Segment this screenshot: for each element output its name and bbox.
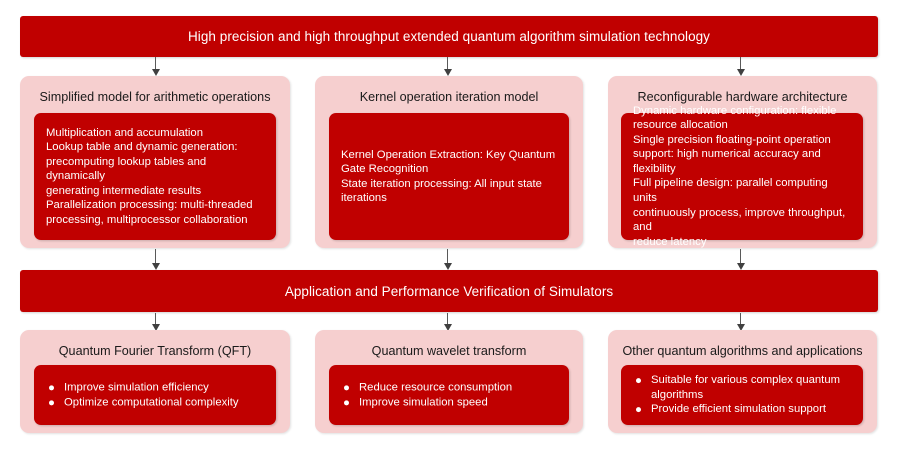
arrow-shaft bbox=[447, 57, 449, 70]
application-card-3[interactable]: Other quantum algorithms and application… bbox=[608, 330, 877, 433]
application-card-1-bullets: Improve simulation efficiency Optimize c… bbox=[48, 380, 266, 409]
method-card-3-body-text: Dynamic hardware configuration: flexible… bbox=[633, 104, 846, 248]
arrow-top-to-method-1 bbox=[149, 57, 162, 76]
arrow-verification-to-app-1 bbox=[149, 313, 162, 331]
method-card-3-body-box: Dynamic hardware configuration: flexible… bbox=[621, 105, 863, 248]
arrow-head bbox=[151, 69, 160, 76]
application-card-1[interactable]: Quantum Fourier Transform (QFT) Improve … bbox=[20, 330, 290, 433]
arrow-shaft bbox=[447, 313, 449, 325]
list-item: Improve simulation speed bbox=[343, 395, 559, 410]
method-card-2[interactable]: Kernel operation iteration model Kernel … bbox=[315, 76, 583, 248]
arrow-shaft bbox=[155, 249, 157, 264]
list-item-label: Reduce resource consumption bbox=[359, 381, 513, 394]
bullet-dot-icon bbox=[636, 407, 641, 413]
method-card-1[interactable]: Simplified model for arithmetic operatio… bbox=[20, 76, 290, 248]
bullet-dot-icon bbox=[344, 400, 349, 405]
list-item-label: Suitable for various complex quantum alg… bbox=[651, 374, 841, 401]
method-card-2-title: Kernel operation iteration model bbox=[359, 90, 539, 104]
arrow-shaft bbox=[155, 313, 157, 325]
arrow-head bbox=[151, 263, 160, 270]
arrow-head bbox=[736, 69, 745, 76]
arrow-shaft bbox=[740, 249, 742, 264]
arrow-method-3-to-verification bbox=[734, 249, 747, 270]
application-card-3-body-box: Suitable for various complex quantum alg… bbox=[621, 365, 863, 425]
application-card-1-body-box: Improve simulation efficiency Optimize c… bbox=[34, 365, 276, 425]
list-item: Improve simulation efficiency bbox=[48, 380, 266, 395]
list-item-label: Provide efficient simulation support bbox=[651, 403, 826, 416]
application-card-2-bullets: Reduce resource consumption Improve simu… bbox=[343, 380, 559, 409]
bullet-dot-icon bbox=[636, 378, 641, 384]
method-card-3[interactable]: Reconfigurable hardware architecture Dyn… bbox=[608, 76, 877, 248]
bullet-dot-icon bbox=[344, 385, 349, 391]
top-banner: High precision and high throughput exten… bbox=[20, 16, 878, 57]
arrow-shaft bbox=[155, 57, 157, 70]
list-item: Provide efficient simulation support bbox=[635, 402, 853, 417]
arrow-head bbox=[736, 263, 745, 270]
arrow-shaft bbox=[740, 313, 742, 325]
verification-banner: Application and Performance Verification… bbox=[20, 270, 878, 312]
bullet-dot-icon bbox=[49, 400, 54, 405]
method-card-3-title: Reconfigurable hardware architecture bbox=[637, 90, 848, 104]
method-card-1-body-box: Multiplication and accumulation Lookup t… bbox=[34, 113, 276, 240]
arrow-method-2-to-verification bbox=[441, 249, 454, 270]
arrow-shaft bbox=[447, 249, 449, 264]
arrow-verification-to-app-2 bbox=[441, 313, 454, 331]
arrow-head bbox=[736, 324, 745, 331]
arrow-verification-to-app-3 bbox=[734, 313, 747, 331]
bullet-dot-icon bbox=[49, 385, 54, 391]
arrow-shaft bbox=[740, 57, 742, 70]
method-card-2-body-text: Kernel Operation Extraction: Key Quantum… bbox=[341, 148, 556, 205]
arrow-method-1-to-verification bbox=[149, 249, 162, 270]
arrow-head bbox=[443, 324, 452, 331]
arrow-head bbox=[443, 69, 452, 76]
arrow-top-to-method-3 bbox=[734, 57, 747, 76]
list-item-label: Optimize computational complexity bbox=[64, 396, 239, 408]
application-card-1-title: Quantum Fourier Transform (QFT) bbox=[58, 344, 252, 358]
list-item: Reduce resource consumption bbox=[343, 380, 559, 395]
application-card-3-bullets: Suitable for various complex quantum alg… bbox=[635, 373, 853, 417]
method-card-1-body-text: Multiplication and accumulation Lookup t… bbox=[46, 126, 253, 226]
application-card-2-body-box: Reduce resource consumption Improve simu… bbox=[329, 365, 569, 425]
list-item-label: Improve simulation speed bbox=[359, 396, 488, 408]
application-card-3-title: Other quantum algorithms and application… bbox=[622, 344, 863, 358]
arrow-top-to-method-2 bbox=[441, 57, 454, 76]
arrow-head bbox=[151, 324, 160, 331]
application-card-2-title: Quantum wavelet transform bbox=[371, 344, 527, 358]
list-item-label: Improve simulation efficiency bbox=[64, 381, 209, 394]
method-card-2-body-box: Kernel Operation Extraction: Key Quantum… bbox=[329, 113, 569, 240]
application-card-2[interactable]: Quantum wavelet transform Reduce resourc… bbox=[315, 330, 583, 433]
method-card-1-title: Simplified model for arithmetic operatio… bbox=[39, 90, 271, 104]
list-item: Optimize computational complexity bbox=[48, 395, 266, 410]
arrow-head bbox=[443, 263, 452, 270]
list-item: Suitable for various complex quantum alg… bbox=[635, 373, 853, 402]
